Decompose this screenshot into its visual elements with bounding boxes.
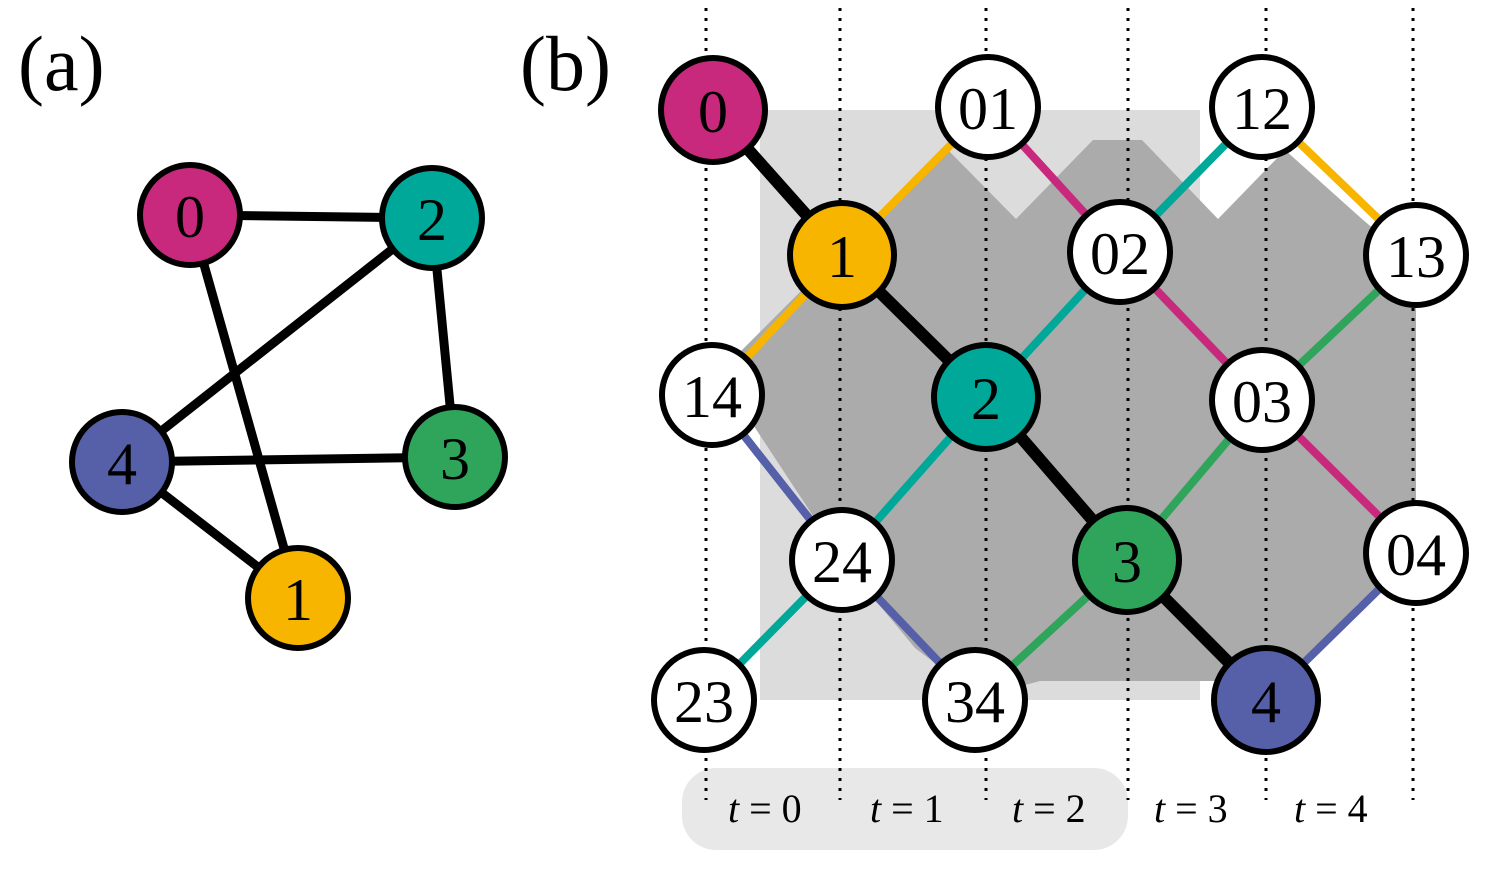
graph-b-node-12-circle [1209, 54, 1315, 160]
graph-b-node-01: 01 [935, 54, 1041, 160]
graph-b-node-01-circle [935, 54, 1041, 160]
graph-b-node-23: 23 [651, 647, 757, 753]
graph-a-node-1-circle [245, 545, 351, 651]
graph-b-node-02-circle [1067, 199, 1173, 305]
graph-a-node-0-circle [137, 162, 243, 268]
panel-label-a: (a) [18, 20, 105, 107]
graph-b-node-24-circle [789, 507, 895, 613]
graph-b-node-04: 04 [1363, 500, 1469, 606]
graph-b-node-3-label: 3 [1112, 529, 1142, 595]
graph-b-node-24-label: 24 [812, 529, 872, 595]
graph-b-node-4-circle [1211, 645, 1321, 755]
graph-a-node-3-label: 3 [440, 426, 470, 492]
graph-b-node-02-label: 02 [1090, 221, 1150, 287]
graph-b-node-03-circle [1209, 347, 1315, 453]
graph-b-node-14: 14 [659, 342, 765, 448]
graph-b-node-03: 03 [1209, 347, 1315, 453]
graph-a-node-0-label: 0 [175, 184, 205, 250]
graph-b-node-1-label: 1 [827, 224, 857, 290]
graph-b-node-0-label: 0 [698, 79, 728, 145]
graph-b-node-01-label: 01 [958, 76, 1018, 142]
graph-b-node-34-circle [922, 647, 1028, 753]
graph-b-node-14-circle [659, 342, 765, 448]
graph-b-node-14-label: 14 [682, 364, 742, 430]
graph-a-node-3-circle [402, 404, 508, 510]
graph-a-node-0: 0 [137, 162, 243, 268]
graph-b-node-0: 0 [658, 55, 768, 165]
time-label: t= 1 [870, 786, 944, 831]
graph-b-node-34-label: 34 [945, 669, 1005, 735]
graph-b-node-04-label: 04 [1386, 522, 1446, 588]
graph-b-node-2-circle [931, 342, 1041, 452]
graph-b-node-4-label: 4 [1251, 669, 1281, 735]
graph-b-node-13: 13 [1363, 202, 1469, 308]
panel-label-b: (b) [520, 20, 611, 107]
graph-b-node-3: 3 [1072, 505, 1182, 615]
time-labels: t= 0 t= 1 t= 2 t= 3 t= 4 [728, 786, 1368, 831]
graph-b-node-03-label: 03 [1232, 369, 1292, 435]
graph-a-node-2-label: 2 [417, 187, 447, 253]
time-label: t= 0 [728, 786, 802, 831]
time-label: t= 2 [1012, 786, 1086, 831]
graph-a-edge-2-4 [117, 213, 437, 467]
graph-b-node-0-circle [658, 55, 768, 165]
graph-b-node-02: 02 [1067, 199, 1173, 305]
graph-b-node-24: 24 [789, 507, 895, 613]
time-window-pill [682, 768, 1128, 850]
graph-b-node-1-circle [787, 200, 897, 310]
graph-b-node-2: 2 [931, 342, 1041, 452]
graph-a-node-3: 3 [402, 404, 508, 510]
panel-a-graph: 0 2 4 3 1 [69, 162, 508, 651]
graph-a-node-4-label: 4 [107, 431, 137, 497]
graph-a-node-1-label: 1 [283, 567, 313, 633]
graph-b-node-34: 34 [922, 647, 1028, 753]
graph-a-node-1: 1 [245, 545, 351, 651]
graph-b-node-4: 4 [1211, 645, 1321, 755]
graph-a-node-2-circle [379, 165, 485, 271]
graph-b-node-1: 1 [787, 200, 897, 310]
graph-b-node-2-label: 2 [971, 366, 1001, 432]
graph-a-node-4-circle [69, 409, 175, 515]
graph-a-node-2: 2 [379, 165, 485, 271]
graph-b-node-3-circle [1072, 505, 1182, 615]
time-label: t= 4 [1294, 786, 1368, 831]
graph-a-nodes: 0 2 4 3 1 [69, 162, 508, 651]
graph-b-node-04-circle [1363, 500, 1469, 606]
graph-a-edge-0-1 [185, 210, 303, 603]
graph-a-node-4: 4 [69, 409, 175, 515]
graph-b-node-12: 12 [1209, 54, 1315, 160]
time-label: t= 3 [1154, 786, 1228, 831]
graph-a-edge-4-3 [117, 452, 460, 467]
graph-b-node-12-label: 12 [1232, 76, 1292, 142]
graph-b-node-13-label: 13 [1386, 224, 1446, 290]
graph-b-node-23-label: 23 [674, 669, 734, 735]
graph-b-node-13-circle [1363, 202, 1469, 308]
graph-b-node-23-circle [651, 647, 757, 753]
graph-a-edges [117, 210, 460, 603]
